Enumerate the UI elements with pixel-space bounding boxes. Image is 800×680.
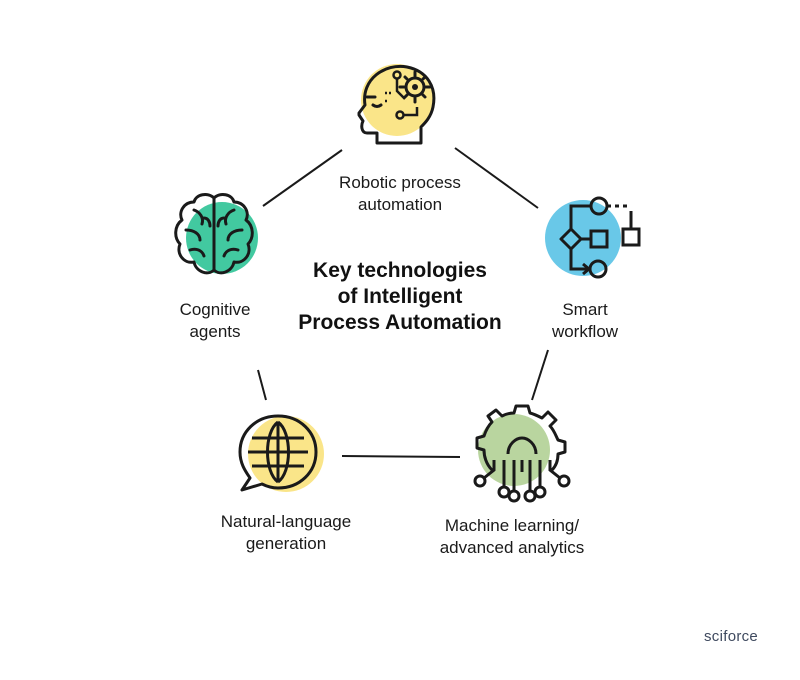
edge-workflow-ml bbox=[531, 349, 549, 401]
brain-icon bbox=[170, 188, 262, 280]
node-label-cognitive-agents: Cognitive agents bbox=[140, 299, 290, 343]
node-label-machine-learning: Machine learning/ advanced analytics bbox=[412, 515, 612, 559]
node-label-smart-workflow: Smart workflow bbox=[500, 299, 670, 343]
node-label-line: generation bbox=[245, 534, 327, 553]
node-label-line: Smart bbox=[562, 300, 608, 319]
diagram-title-line: of Intelligent bbox=[337, 285, 463, 308]
node-label-line: agents bbox=[189, 322, 241, 341]
edge-ml-nlg bbox=[341, 455, 461, 458]
brand-logo: sciforce bbox=[704, 628, 759, 645]
node-label-line: Machine learning/ bbox=[444, 516, 580, 535]
diagram-title-line: Process Automation bbox=[298, 311, 502, 334]
node-label-line: automation bbox=[357, 195, 443, 214]
node-label-line: workflow bbox=[551, 322, 619, 341]
flowchart-icon bbox=[543, 193, 643, 283]
node-label-line: advanced analytics bbox=[439, 538, 585, 557]
node-label-robotic-process-automation: Robotic process automation bbox=[300, 172, 500, 216]
node-label-line: Natural-language bbox=[220, 512, 352, 531]
node-label-line: Robotic process bbox=[339, 173, 461, 192]
gear-circuit-icon bbox=[472, 404, 572, 503]
edge-cognitive-rpa bbox=[262, 149, 343, 207]
edge-rpa-workflow bbox=[454, 147, 539, 209]
node-label-natural-language-generation: Natural-language generation bbox=[186, 511, 386, 555]
diagram-title-line: Key technologies bbox=[313, 259, 487, 282]
robot-head-gears-icon bbox=[345, 55, 445, 155]
diagram-title: Key technologies of Intelligent Process … bbox=[250, 258, 550, 336]
globe-speech-bubble-icon bbox=[232, 410, 332, 495]
node-label-line: Cognitive bbox=[179, 300, 251, 319]
edge-nlg-cognitive bbox=[257, 369, 267, 401]
